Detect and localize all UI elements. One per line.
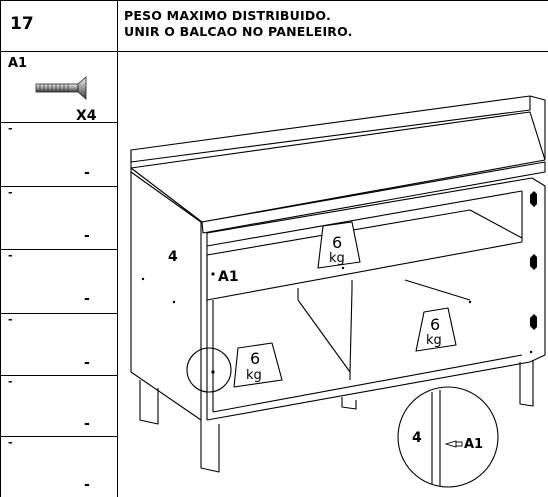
top-border <box>0 0 548 1</box>
parts-row-divider <box>0 313 118 314</box>
weight-tag-shelf-left <box>233 342 283 388</box>
empty-slot-marker: - <box>84 165 90 181</box>
screw-icon <box>35 76 87 100</box>
weight-unit-drawer: kg <box>329 251 345 266</box>
left-border <box>0 0 1 497</box>
parts-row-divider <box>0 375 118 376</box>
detail-callout-circle <box>186 347 232 393</box>
weight-value-shelf-right: 6 <box>430 315 440 334</box>
screw-holes <box>141 266 533 374</box>
detail-panel-number: 4 <box>412 430 422 446</box>
instruction-line-1: PESO MAXIMO DISTRIBUIDO. <box>124 8 331 23</box>
detail-screw-icon <box>444 440 463 448</box>
empty-slot-marker: - <box>8 313 13 326</box>
header-divider <box>0 51 548 52</box>
empty-slot-marker: - <box>84 355 90 371</box>
weight-value-shelf-left: 6 <box>250 349 260 368</box>
empty-slot-marker: - <box>84 291 90 307</box>
weight-tag-drawer <box>317 221 361 269</box>
instruction-line-2: UNIR O BALCAO NO PANELEIRO. <box>124 24 353 39</box>
detail-screw-label: A1 <box>464 437 483 452</box>
column-divider <box>117 0 118 497</box>
weight-unit-shelf-left: kg <box>246 368 262 383</box>
weight-tag-shelf-right <box>415 307 457 352</box>
weight-unit-shelf-right: kg <box>426 333 442 348</box>
empty-slot-marker: - <box>84 477 90 493</box>
empty-slot-marker: - <box>8 436 13 449</box>
detail-magnifier <box>397 386 499 488</box>
empty-slot-marker: - <box>8 122 13 135</box>
parts-row-divider <box>0 122 118 123</box>
screw-label: A1 <box>218 269 239 285</box>
empty-slot-marker: - <box>84 228 90 244</box>
instruction-text: PESO MAXIMO DISTRIBUIDO. UNIR O BALCAO N… <box>124 8 353 40</box>
empty-slot-marker: - <box>8 186 13 199</box>
side-panel-number: 4 <box>168 249 178 265</box>
weight-value-drawer: 6 <box>332 233 342 252</box>
countertop <box>130 111 546 234</box>
empty-slot-marker: - <box>84 416 90 432</box>
backsplash <box>130 95 546 170</box>
legs <box>139 360 534 473</box>
step-number: 17 <box>10 14 34 34</box>
empty-slot-marker: - <box>8 249 13 262</box>
part-id-label: A1 <box>8 56 28 71</box>
empty-slot-marker: - <box>8 375 13 388</box>
cabinet-body <box>206 177 546 421</box>
parts-row-divider <box>0 436 118 437</box>
parts-row-divider <box>0 186 118 187</box>
parts-row-divider <box>0 249 118 250</box>
hinges <box>530 191 537 330</box>
part-quantity: X4 <box>76 108 97 124</box>
